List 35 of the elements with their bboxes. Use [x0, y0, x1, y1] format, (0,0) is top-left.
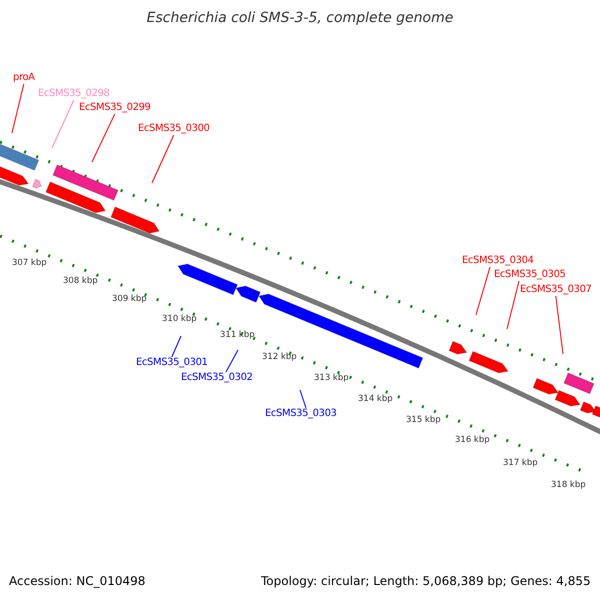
scale-label: 308 kbp — [63, 277, 98, 286]
gene-label: EcSMS35_0307 — [520, 285, 592, 295]
leader-line — [555, 296, 564, 354]
scale-label: 315 kbp — [406, 416, 441, 424]
genome-summary: Topology: circular; Length: 5,068,389 bp; Genes: 4,855 — [261, 575, 591, 587]
gene-label: EcSMS35_0300 — [138, 124, 210, 134]
gene-label: EcSMS35_0302 — [181, 373, 253, 383]
accession-note: Accession: NC_010498 — [9, 575, 146, 587]
gene-label: EcSMS35_0298 — [38, 89, 110, 99]
leader-line — [12, 84, 24, 134]
scale-label: 313 kbp — [314, 374, 349, 382]
leader-line — [92, 114, 116, 162]
gene-label: EcSMS35_0299 — [79, 103, 151, 113]
gene-label: EcSMS35_0301 — [136, 358, 208, 368]
leader-line — [152, 134, 174, 184]
gene-label: proA — [13, 73, 35, 83]
scale-label: 318 kbp — [551, 481, 586, 490]
scale-label: 314 kbp — [358, 395, 393, 404]
scale-label: 316 kbp — [455, 436, 490, 444]
gene-label: EcSMS35_0305 — [494, 270, 566, 280]
leader-line — [226, 350, 238, 372]
leader-line — [52, 100, 74, 148]
scale-label: 317 kbp — [503, 459, 538, 468]
leader-line — [476, 266, 490, 316]
gene-label: EcSMS35_0304 — [462, 256, 534, 266]
scale-label: 307 kbp — [12, 259, 47, 268]
leader-line — [506, 280, 520, 330]
gene-label: EcSMS35_0303 — [265, 409, 337, 419]
scale-label: 310 kbp — [162, 315, 197, 324]
leader-line — [300, 390, 306, 408]
leader-line — [171, 336, 182, 358]
scale-label: 311 kbp — [220, 331, 255, 340]
scale-label: 312 kbp — [262, 353, 297, 362]
scale-label: 309 kbp — [112, 295, 147, 304]
title: Escherichia coli SMS-3-5, complete genome — [146, 11, 454, 25]
